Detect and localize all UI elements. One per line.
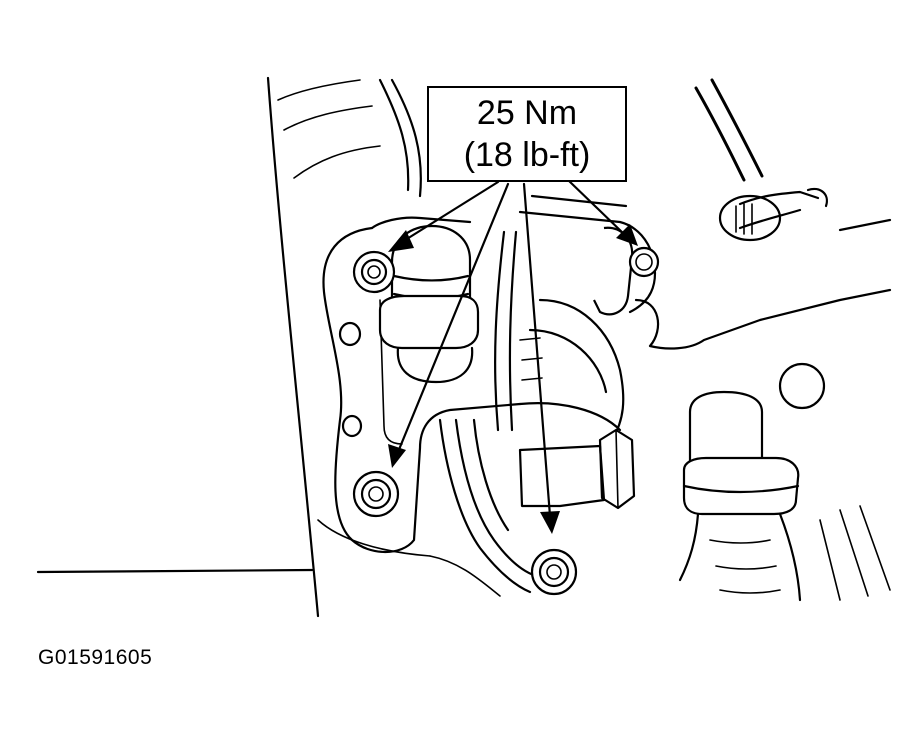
arrow-head-upper-left [388, 230, 414, 252]
fuel-line [694, 78, 828, 242]
bolt-upper-right [628, 246, 660, 278]
arrow-head-lower-center [540, 511, 560, 534]
torque-imperial-label: (18 lb-ft) [463, 136, 591, 174]
arrow-head-lower-left [388, 444, 406, 468]
solenoid-body [378, 224, 480, 384]
temperature-sensor [678, 390, 891, 602]
bolt-lower-left [352, 470, 400, 518]
mounting-bracket [322, 216, 522, 553]
arrow-line-upper-left [400, 180, 500, 244]
arrow-line-lower-left [396, 182, 510, 454]
figure-id-label: G01591605 [38, 646, 153, 669]
bolt-lower-center [530, 548, 578, 596]
torque-metric-label: 25 Nm [476, 94, 578, 132]
torque-callout-box: 25 Nm (18 lb-ft) [427, 86, 627, 182]
bolt-upper-left [352, 250, 396, 294]
callout-arrows [388, 178, 638, 534]
housing-outline [36, 76, 501, 618]
arrow-line-upper-right [566, 178, 626, 236]
reference-holes [778, 362, 826, 410]
hex-nut [518, 428, 636, 510]
arrow-head-upper-right [616, 224, 638, 246]
arrow-line-lower-center [522, 182, 552, 518]
wiring-harness [378, 78, 543, 594]
